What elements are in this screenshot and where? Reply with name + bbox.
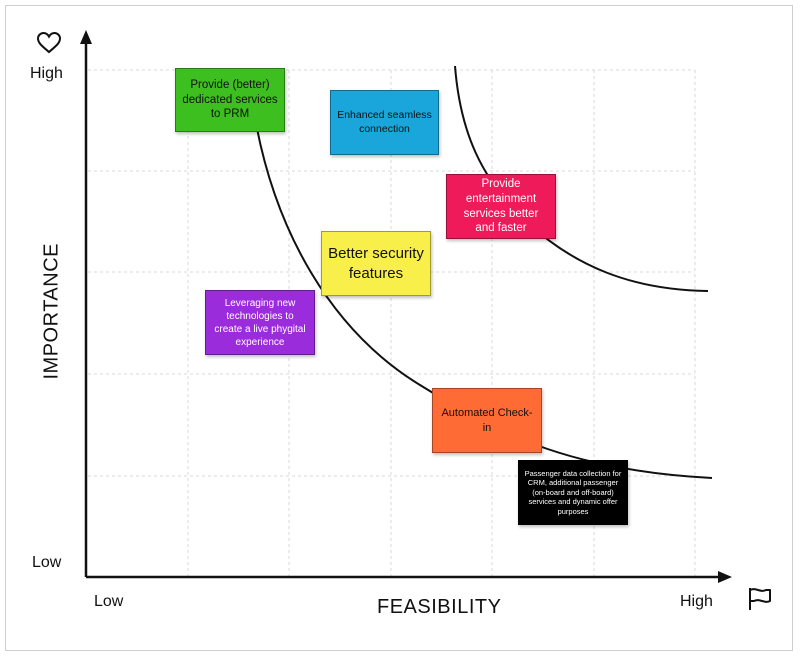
y-low-label: Low [32, 554, 62, 571]
y-axis-title: IMPORTANCE [40, 243, 63, 380]
y-high-label: High [30, 65, 63, 82]
y-axis [80, 30, 92, 577]
sticky-note-text: Better security features [328, 245, 424, 282]
x-axis [86, 571, 732, 583]
sticky-note-seamless-connection[interactable]: Enhanced seamless connection [330, 90, 439, 155]
sticky-note-text: Automated Check-in [441, 407, 533, 434]
sticky-note-automated-check-in[interactable]: Automated Check-in [432, 388, 542, 453]
sticky-note-security[interactable]: Better security features [321, 231, 431, 296]
sticky-note-entertainment[interactable]: Provide entertainment services better an… [446, 174, 556, 239]
x-low-label: Low [94, 593, 124, 610]
sticky-note-text: Leveraging new technologies to create a … [214, 297, 306, 348]
sticky-note-text: Passenger data collection for CRM, addit… [524, 469, 622, 516]
sticky-note-prm[interactable]: Provide (better) dedicated services to P… [175, 68, 285, 132]
flag-icon [749, 588, 771, 610]
heart-icon [36, 31, 62, 54]
sticky-note-text: Provide entertainment services better an… [463, 177, 539, 235]
sticky-note-phygital[interactable]: Leveraging new technologies to create a … [205, 290, 315, 355]
sticky-note-text: Provide (better) dedicated services to P… [182, 78, 278, 121]
sticky-note-passenger-data-crm[interactable]: Passenger data collection for CRM, addit… [518, 460, 628, 525]
sticky-note-text: Enhanced seamless connection [337, 108, 432, 135]
x-high-label: High [680, 593, 713, 610]
x-axis-title: FEASIBILITY [377, 596, 502, 618]
